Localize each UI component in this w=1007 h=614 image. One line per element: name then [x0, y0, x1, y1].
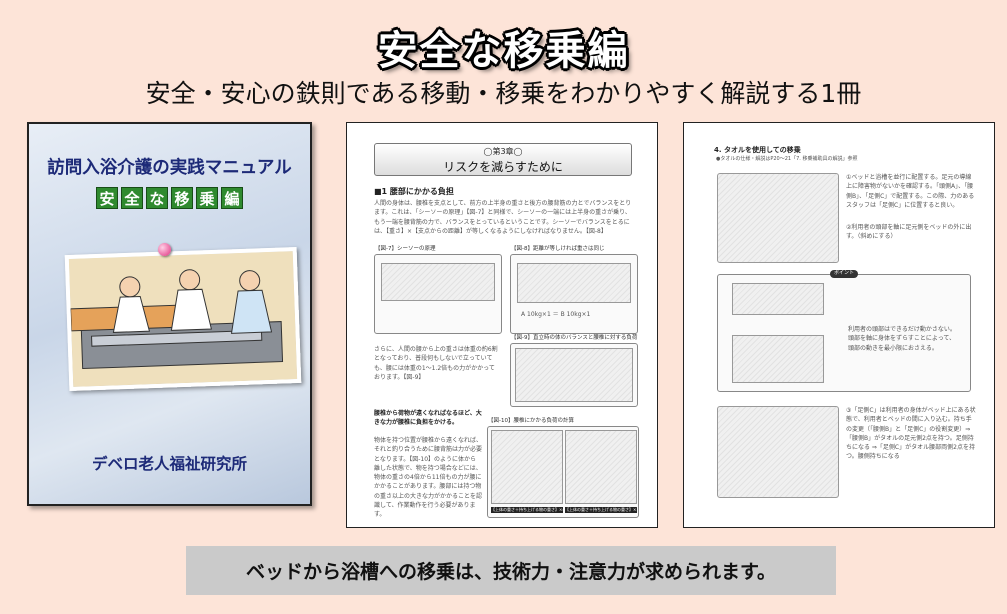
sample-page-chapter3: ◯第3章◯ リスクを減らすために ■1 腰部にかかる負担 人間の身体は、腰椎を支…: [346, 122, 658, 528]
chapter-title: リスクを減らすために: [443, 160, 563, 175]
publisher-name: デベロ老人福祉研究所: [91, 455, 247, 473]
step3-illustration: [717, 406, 839, 498]
section-heading: ■1 腰部にかかる負担: [374, 187, 454, 196]
pushpin-icon: [158, 243, 171, 256]
subtitle: 安全・安心の鉄則である移動・移乗をわかりやすく解説する1冊: [145, 79, 862, 108]
figure-label: 【図-7】シーソーの原理: [375, 246, 436, 252]
step1-illustration: [717, 173, 839, 263]
figure-7: 【図-7】シーソーの原理: [374, 246, 502, 334]
figure-9: 【図-9】直立時の体のバランスと腰椎に対する負荷: [510, 335, 638, 407]
posture-diagram: [515, 348, 633, 402]
figure-label: 【図-9】直立時の体のバランスと腰椎に対する負荷: [511, 335, 638, 341]
sample-page-towel-transfer: 4. タオルを使用しての移乗 ●タオルの仕様・解説はP20〜21「7. 移乗補助…: [683, 122, 995, 528]
figure-caption: A 10kg×1 ＝ B 10kg×1: [521, 311, 591, 318]
bold-statement: 腰椎から荷物が遠くなればなるほど、大きな力が腰椎に負担をかける。: [374, 410, 482, 427]
step3-text: ③「足側C」は利用者の身体がベッド上にある状態で、利用者とベッドの間に入り込む。…: [846, 407, 976, 461]
formula-b: 【上体の重さ＋持ち上げる物の重さ】×11: [565, 507, 637, 514]
formula-a: 【上体の重さ＋持ち上げる物の重さ】×4: [491, 507, 563, 514]
figure-8: 【図-8】距離が等しければ重さは同じ A 10kg×1 ＝ B 10kg×1: [510, 246, 638, 334]
section-heading: 4. タオルを使用しての移乗: [714, 146, 801, 154]
cover-title: 訪問入浴介護の実践マニュアル: [47, 158, 292, 178]
figure-label: 【図-8】距離が等しければ重さは同じ: [511, 246, 605, 252]
holding-diagram: [565, 430, 637, 504]
seesaw-diagram: [381, 263, 495, 301]
main-title: 安全な移乗編: [377, 28, 630, 74]
footer-banner: ベッドから浴槽への移乗は、技術力・注意力が求められます。: [186, 546, 836, 595]
badge-char: な: [146, 187, 168, 209]
chapter-box: ◯第3章◯ リスクを減らすために: [374, 143, 632, 176]
paragraph: 物体を持つ位置が腰椎から遠くなれば、それと釣り合うために腰背筋は力が必要となりま…: [374, 437, 483, 519]
point-label: ポイント: [830, 270, 859, 278]
chapter-number: ◯第3章◯: [483, 147, 523, 156]
step1-text: ①ベッドと浴槽を並行に配置する。足元の導線上に障害物がないかを確認する。「頭側A…: [846, 174, 975, 209]
point-box: ポイント 利用者の頭部はできるだけ動かさない。頭部を軸に身体をずらすことによって…: [717, 270, 971, 392]
balance-diagram: [517, 263, 631, 303]
badge-char: 安: [96, 187, 118, 209]
badge-char: 編: [221, 187, 243, 209]
figure-10: 【図-10】腰椎にかかる負荷の計算 【上体の重さ＋持ち上げる物の重さ】×4 【上…: [487, 418, 639, 518]
badge-char: 乗: [196, 187, 218, 209]
book-cover: 訪問入浴介護の実践マニュアル 安 全 な 移 乗 編 デベロ老人福祉研究所: [27, 122, 312, 506]
badge-char: 全: [121, 187, 143, 209]
badge-char: 移: [171, 187, 193, 209]
cover-illustration: [64, 246, 302, 392]
bathtub-topview: [732, 283, 824, 315]
cover-badges: 安 全 な 移 乗 編: [29, 187, 310, 209]
reference-note: ●タオルの仕様・解説はP20〜21「7. 移乗補助具の解説」参照: [716, 156, 858, 162]
point-text: 利用者の頭部はできるだけ動かさない。頭部を軸に身体をずらすことによって、頭部の動…: [848, 326, 956, 352]
paragraph: 人間の身体は、腰椎を支点として、前方の上半身の重さと後方の腰背筋の力とでバランス…: [374, 200, 632, 235]
paragraph: さらに、人間の腰から上の重さは体重の約6割となっており、普段何もしないで立ってい…: [374, 346, 498, 381]
figure-label: 【図-10】腰椎にかかる負荷の計算: [488, 418, 574, 424]
head-pivot-diagram: [732, 335, 824, 383]
step2-text: ②利用者の頭部を軸に足元側をベッドの外に出す。（斜めにする）: [846, 224, 972, 241]
lifting-diagram: [491, 430, 563, 504]
